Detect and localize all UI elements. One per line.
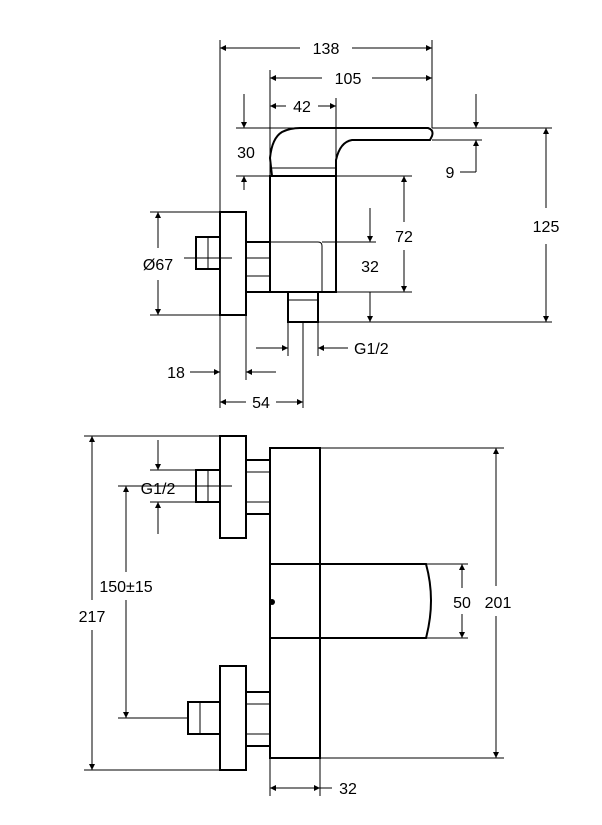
dim-outlet-height: 72	[395, 229, 413, 246]
dim-inlet-thread: G1/2	[141, 481, 176, 498]
lower-nut	[245, 691, 271, 747]
upper-nut	[245, 459, 271, 515]
outlet-pipe	[287, 291, 319, 323]
dim-overall-width: 138	[313, 41, 340, 58]
lever-handle	[268, 127, 434, 177]
lower-escutcheon	[219, 665, 247, 771]
dim-outlet-offset: 32	[361, 259, 379, 276]
dim-body-depth: 42	[293, 99, 311, 116]
dim-total-height: 125	[533, 219, 560, 236]
dim-lever-width: 105	[335, 71, 362, 88]
dim-spout-height: 50	[453, 595, 471, 612]
dim-lever-tip: 9	[446, 165, 455, 182]
dim-body-height: 201	[485, 595, 512, 612]
nut	[245, 241, 271, 293]
dim-lever-height: 30	[237, 145, 255, 162]
escutcheon-plate	[219, 211, 247, 316]
upper-escutcheon	[219, 435, 247, 539]
dim-escutcheon-dia: Ø67	[143, 257, 173, 274]
top-view: 138 105 42 30 9 125 72	[143, 40, 560, 412]
mixer-body	[269, 175, 337, 293]
dim-overall-height: 217	[79, 609, 106, 626]
front-body	[269, 447, 321, 759]
lower-inlet-pipe	[187, 701, 221, 735]
dim-outlet-thread: G1/2	[354, 341, 389, 358]
dim-inlet-spacing: 150±15	[99, 579, 152, 596]
front-view: G1/2 150±15 217 201 50 32	[79, 435, 512, 798]
spout	[270, 563, 432, 639]
dim-body-width: 32	[339, 781, 357, 798]
dim-inlet-projection: 54	[252, 395, 270, 412]
dim-escutcheon-thickness: 18	[167, 365, 185, 382]
